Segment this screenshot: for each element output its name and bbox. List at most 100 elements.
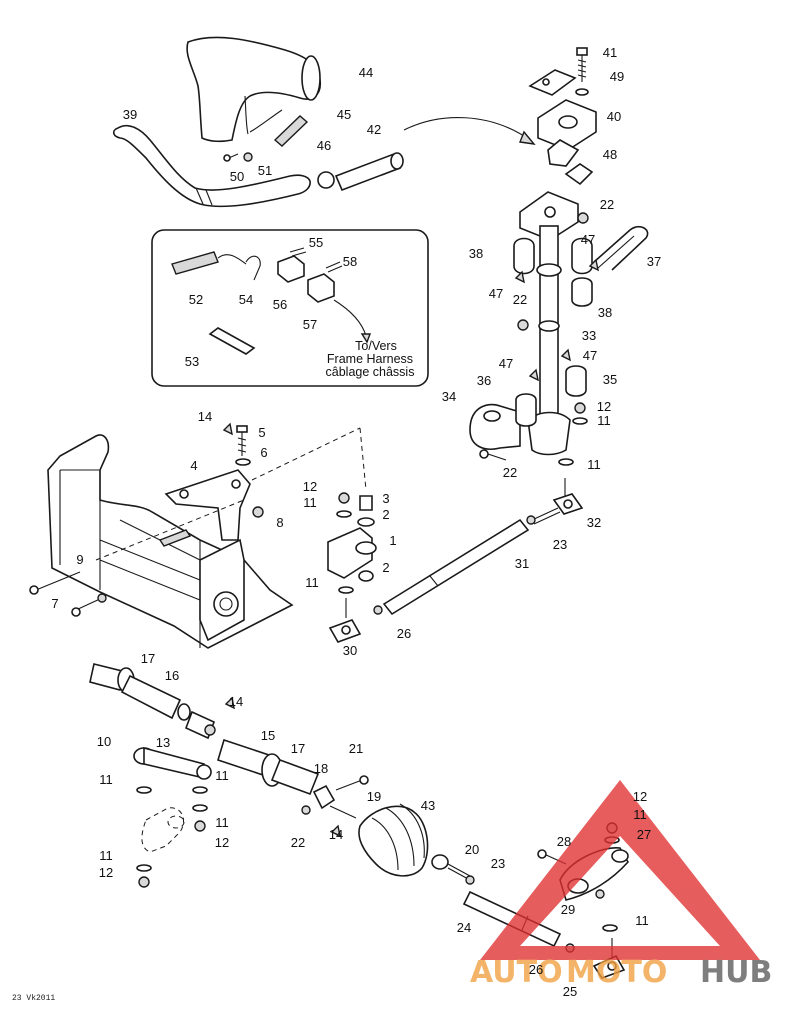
nut-29 <box>595 889 605 899</box>
callout-c4: 4 <box>190 458 197 473</box>
callout-c27: 27 <box>637 827 651 842</box>
callout-c1: 1 <box>389 533 396 548</box>
terminals-55 <box>289 247 307 257</box>
callout-c47a: 47 <box>581 232 595 247</box>
bushing-35 <box>565 365 587 397</box>
callout-c2a: 2 <box>382 507 389 522</box>
callout-c11a: 11 <box>597 413 611 428</box>
u-bolt-37 <box>593 225 649 271</box>
grease-14-top <box>222 422 233 436</box>
callout-c53: 53 <box>185 354 199 369</box>
callout-c47c: 47 <box>499 356 513 371</box>
callout-c47b: 47 <box>489 286 503 301</box>
callout-c11c: 11 <box>303 495 317 510</box>
callout-c17b: 17 <box>291 741 305 756</box>
plate-49 <box>528 69 577 96</box>
callout-c22c: 22 <box>503 465 517 480</box>
callout-c39: 39 <box>123 107 137 122</box>
screw-50 <box>223 153 239 162</box>
logo-triangle <box>480 780 760 960</box>
callout-c26b: 26 <box>529 962 543 977</box>
assembly-line-a <box>251 427 361 481</box>
callout-c14a: 14 <box>198 409 212 424</box>
inset-note-line2: Frame Harness <box>327 352 413 366</box>
pitman-arm-10 <box>133 746 212 780</box>
callout-c36: 36 <box>477 373 491 388</box>
assembly-line-b <box>359 427 367 491</box>
callout-c37: 37 <box>647 254 661 269</box>
callout-c55: 55 <box>309 235 323 250</box>
callout-c5: 5 <box>258 425 265 440</box>
callout-c11f: 11 <box>215 768 229 783</box>
callout-c42: 42 <box>367 122 381 137</box>
callout-c30: 30 <box>343 643 357 658</box>
phantom-bracket <box>141 807 185 853</box>
callout-c19: 19 <box>367 789 381 804</box>
nuts-12-left <box>136 820 206 888</box>
figure-code: 23 Vk2011 <box>12 994 55 1003</box>
callout-c11g: 11 <box>215 815 229 830</box>
nut-51 <box>243 152 253 162</box>
callout-c6: 6 <box>260 445 267 460</box>
callout-c11d: 11 <box>305 575 319 590</box>
nut-22-mid <box>517 319 529 331</box>
callout-c22d: 22 <box>291 835 305 850</box>
callout-c11h: 11 <box>99 848 113 863</box>
callout-c40: 40 <box>607 109 621 124</box>
callout-c22a: 22 <box>600 197 614 212</box>
shaft-16-17 <box>89 663 191 721</box>
nut-12-washer-11 <box>336 492 354 594</box>
callout-c48: 48 <box>603 147 617 162</box>
callout-c24: 24 <box>457 920 471 935</box>
u-joint-13 <box>184 710 216 740</box>
callout-c34: 34 <box>442 389 456 404</box>
logo-text-hub: HUB <box>700 955 772 990</box>
bracket-48 <box>547 139 594 186</box>
callout-c23b: 23 <box>491 856 505 871</box>
steering-bracket-34 <box>469 403 521 450</box>
bushings-2-3 <box>357 495 375 582</box>
bracket-4 <box>164 469 251 541</box>
automotohub-logo: AUTO MOTO HUB <box>470 780 772 990</box>
callout-c25: 25 <box>563 984 577 999</box>
callout-c38a: 38 <box>469 246 483 261</box>
washer-11-lower <box>558 458 574 466</box>
callout-c26a: 26 <box>397 626 411 641</box>
inset-note-line1: To/Vers <box>355 339 397 353</box>
harness-arrow-head <box>360 333 372 344</box>
callout-c10: 10 <box>97 734 111 749</box>
ball-joint-20 <box>431 854 475 885</box>
sleeve-53 <box>208 327 256 355</box>
logo-text-moto: MOTO <box>566 955 667 990</box>
boot-43 <box>358 803 429 877</box>
harness-arrow <box>333 299 367 337</box>
callout-c50: 50 <box>230 169 244 184</box>
tie-rod-31 <box>382 518 530 616</box>
callout-c23a: 23 <box>553 537 567 552</box>
logo-text-auto: AUTO <box>470 955 563 990</box>
callout-c29: 29 <box>561 902 575 917</box>
callout-c22b: 22 <box>513 292 527 307</box>
upper-clamp-40 <box>537 99 597 151</box>
callout-c21: 21 <box>349 741 363 756</box>
callout-c12d: 12 <box>99 865 113 880</box>
grip-42 <box>334 152 404 192</box>
callout-c46: 46 <box>317 138 331 153</box>
grease-fitting-47 <box>514 258 599 382</box>
callout-c28: 28 <box>557 834 571 849</box>
bushing-36 <box>515 393 537 427</box>
bushing-38-lower <box>571 277 593 307</box>
callout-c3: 3 <box>382 491 389 506</box>
callout-c45: 45 <box>337 107 351 122</box>
callout-c7: 7 <box>51 596 58 611</box>
callout-c11j: 11 <box>635 913 649 928</box>
callout-c9: 9 <box>76 552 83 567</box>
connector-56 <box>277 255 305 283</box>
callout-c8: 8 <box>276 515 283 530</box>
callout-c47d: 47 <box>583 348 597 363</box>
washers-11-left <box>136 786 208 812</box>
callout-c14b: 14 <box>229 694 243 709</box>
connector-57 <box>307 273 335 303</box>
steering-arm-1 <box>327 527 377 579</box>
washer-49 <box>575 88 589 96</box>
